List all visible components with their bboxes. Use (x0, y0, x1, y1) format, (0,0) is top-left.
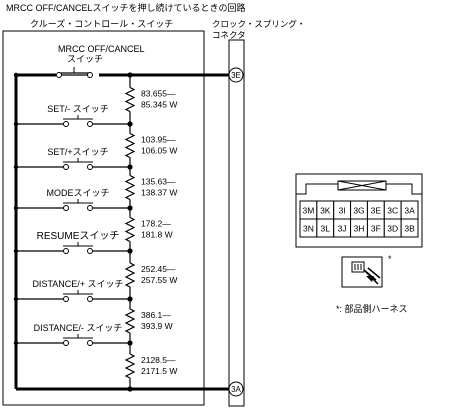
switch-6: DISTANCE/- スイッチ (13, 323, 130, 346)
resistor-value-line2: 106.05 W (141, 146, 177, 156)
switch-terminal (63, 164, 69, 170)
resistor-zigzag (124, 86, 136, 113)
mrcc-switch-label-line2: スイッチ (67, 54, 103, 64)
resistor-zigzag (124, 132, 136, 159)
connector-pin-label: 3D (387, 224, 398, 234)
terminal-3e (228, 67, 244, 83)
switch-terminal (63, 296, 69, 302)
switch-4: RESUMEスイッチ (13, 230, 130, 254)
switch-terminal (63, 205, 69, 211)
terminal-3a-label: 3A (231, 385, 241, 394)
mrcc-switch-terminal-right (87, 72, 93, 78)
mrcc-switch-label-line1: MRCC OFF/CANCEL (58, 44, 145, 54)
resistor-value-line1: 252.45— (141, 264, 176, 274)
resistor-value-line1: 103.95— (141, 135, 176, 145)
clock-spring-bar (228, 39, 245, 407)
connector-pin-label: 3E (371, 206, 382, 216)
resistor-value-line1: 178.2— (141, 219, 171, 229)
switch-2: SET/+スイッチ (13, 147, 130, 170)
resistor-4: 178.2—181.8 W (124, 208, 173, 251)
resistor-value-line2: 138.37 W (141, 188, 177, 198)
harness-probe-icon: * (341, 254, 392, 288)
connector-pin-label: 3C (387, 206, 398, 216)
switch-terminal (63, 340, 69, 346)
resistor-value-line1: 83.655— (141, 89, 176, 99)
switch-terminal (87, 164, 93, 170)
resistor-value-line1: 386.1— (141, 310, 171, 320)
switch-label: MODEスイッチ (46, 188, 109, 198)
switch-terminal (87, 248, 93, 254)
switch-3: MODEスイッチ (13, 188, 130, 211)
switch-label: DISTANCE/+ スイッチ (32, 279, 123, 289)
diagram-title: MRCC OFF/CANCELスイッチを押し続けているときの回路 (6, 2, 246, 13)
connector-pin-label: 3N (303, 224, 314, 234)
resistor-zigzag (124, 353, 136, 379)
harness-note: *: 部品側ハーネス (336, 303, 408, 314)
resistor-5: 252.45—257.55 W (124, 251, 177, 299)
switch-terminal (87, 121, 93, 127)
connector-pin-label: 3A (404, 206, 415, 216)
switch-terminal (63, 248, 69, 254)
mrcc-switch-terminal-left (56, 72, 62, 78)
resistor-1: 83.655—85.345 W (124, 75, 177, 124)
clock-spring-label-line1: クロック・スプリング・ (212, 19, 305, 29)
resistor-value-line2: 2171.5 W (141, 366, 177, 376)
connector-pin (400, 218, 419, 238)
clock-spring-label-line2: コネクタ (212, 30, 246, 40)
switch-label: SET/+スイッチ (47, 147, 108, 157)
connector-pin-label: 3J (338, 224, 347, 234)
connector-cells: 3M 3K 3I 3G 3E 3C 3A 3N 3L 3J 3H 3F 3D 3B (299, 200, 419, 238)
resistor-7: 2128.5—2171.5 W (124, 343, 177, 389)
switch-box-label: クルーズ・コントロール・スイッチ (30, 18, 173, 29)
switch-terminal (63, 121, 69, 127)
connector-pin-label: 3G (353, 206, 364, 216)
resistor-zigzag (124, 308, 136, 334)
resistor-zigzag (124, 216, 136, 243)
resistor-value-line2: 85.345 W (141, 100, 177, 110)
switch-label: SET/- スイッチ (47, 104, 109, 114)
resistor-zigzag (124, 174, 136, 201)
connector-pin-label: 3L (321, 224, 331, 234)
connector-pin-label: 3B (404, 224, 415, 234)
switch-terminal (87, 205, 93, 211)
resistor-zigzag (124, 262, 136, 288)
switch-terminal (87, 296, 93, 302)
connector-pin-label: 3I (339, 206, 346, 216)
resistor-value-line2: 257.55 W (141, 275, 177, 285)
connector-pin-label: 3H (354, 224, 365, 234)
terminal-3a (228, 381, 244, 397)
resistor-value-line2: 181.8 W (141, 230, 173, 240)
resistor-6: 386.1—393.9 W (124, 299, 173, 343)
switch-label: RESUMEスイッチ (37, 230, 120, 242)
resistor-value-line1: 2128.5— (141, 355, 176, 365)
resistor-value-line2: 393.9 W (141, 321, 173, 331)
terminal-3e-label: 3E (231, 71, 241, 80)
switch-terminal (87, 340, 93, 346)
connector-pin-label: 3K (320, 206, 331, 216)
resistor-3: 135.63—138.37 W (124, 167, 177, 208)
resistor-2: 103.95—106.05 W (124, 124, 177, 167)
connector-diagram: 3M 3K 3I 3G 3E 3C 3A 3N 3L 3J 3H 3F 3D 3B (295, 173, 423, 248)
switch-rows: SET/- スイッチ SET/+スイッチ MODEスイッチ RESUMEスイッチ DIS… (13, 104, 130, 346)
harness-mark: * (388, 254, 392, 264)
switch-box-outline (2, 30, 205, 406)
switch-1: SET/- スイッチ (13, 104, 130, 127)
resistor-value-line1: 135.63— (141, 177, 176, 187)
connector-pin-label: 3M (303, 206, 315, 216)
switch-label: DISTANCE/- スイッチ (34, 323, 123, 333)
connector-pin-label: 3F (371, 224, 381, 234)
switch-5: DISTANCE/+ スイッチ (13, 279, 130, 302)
